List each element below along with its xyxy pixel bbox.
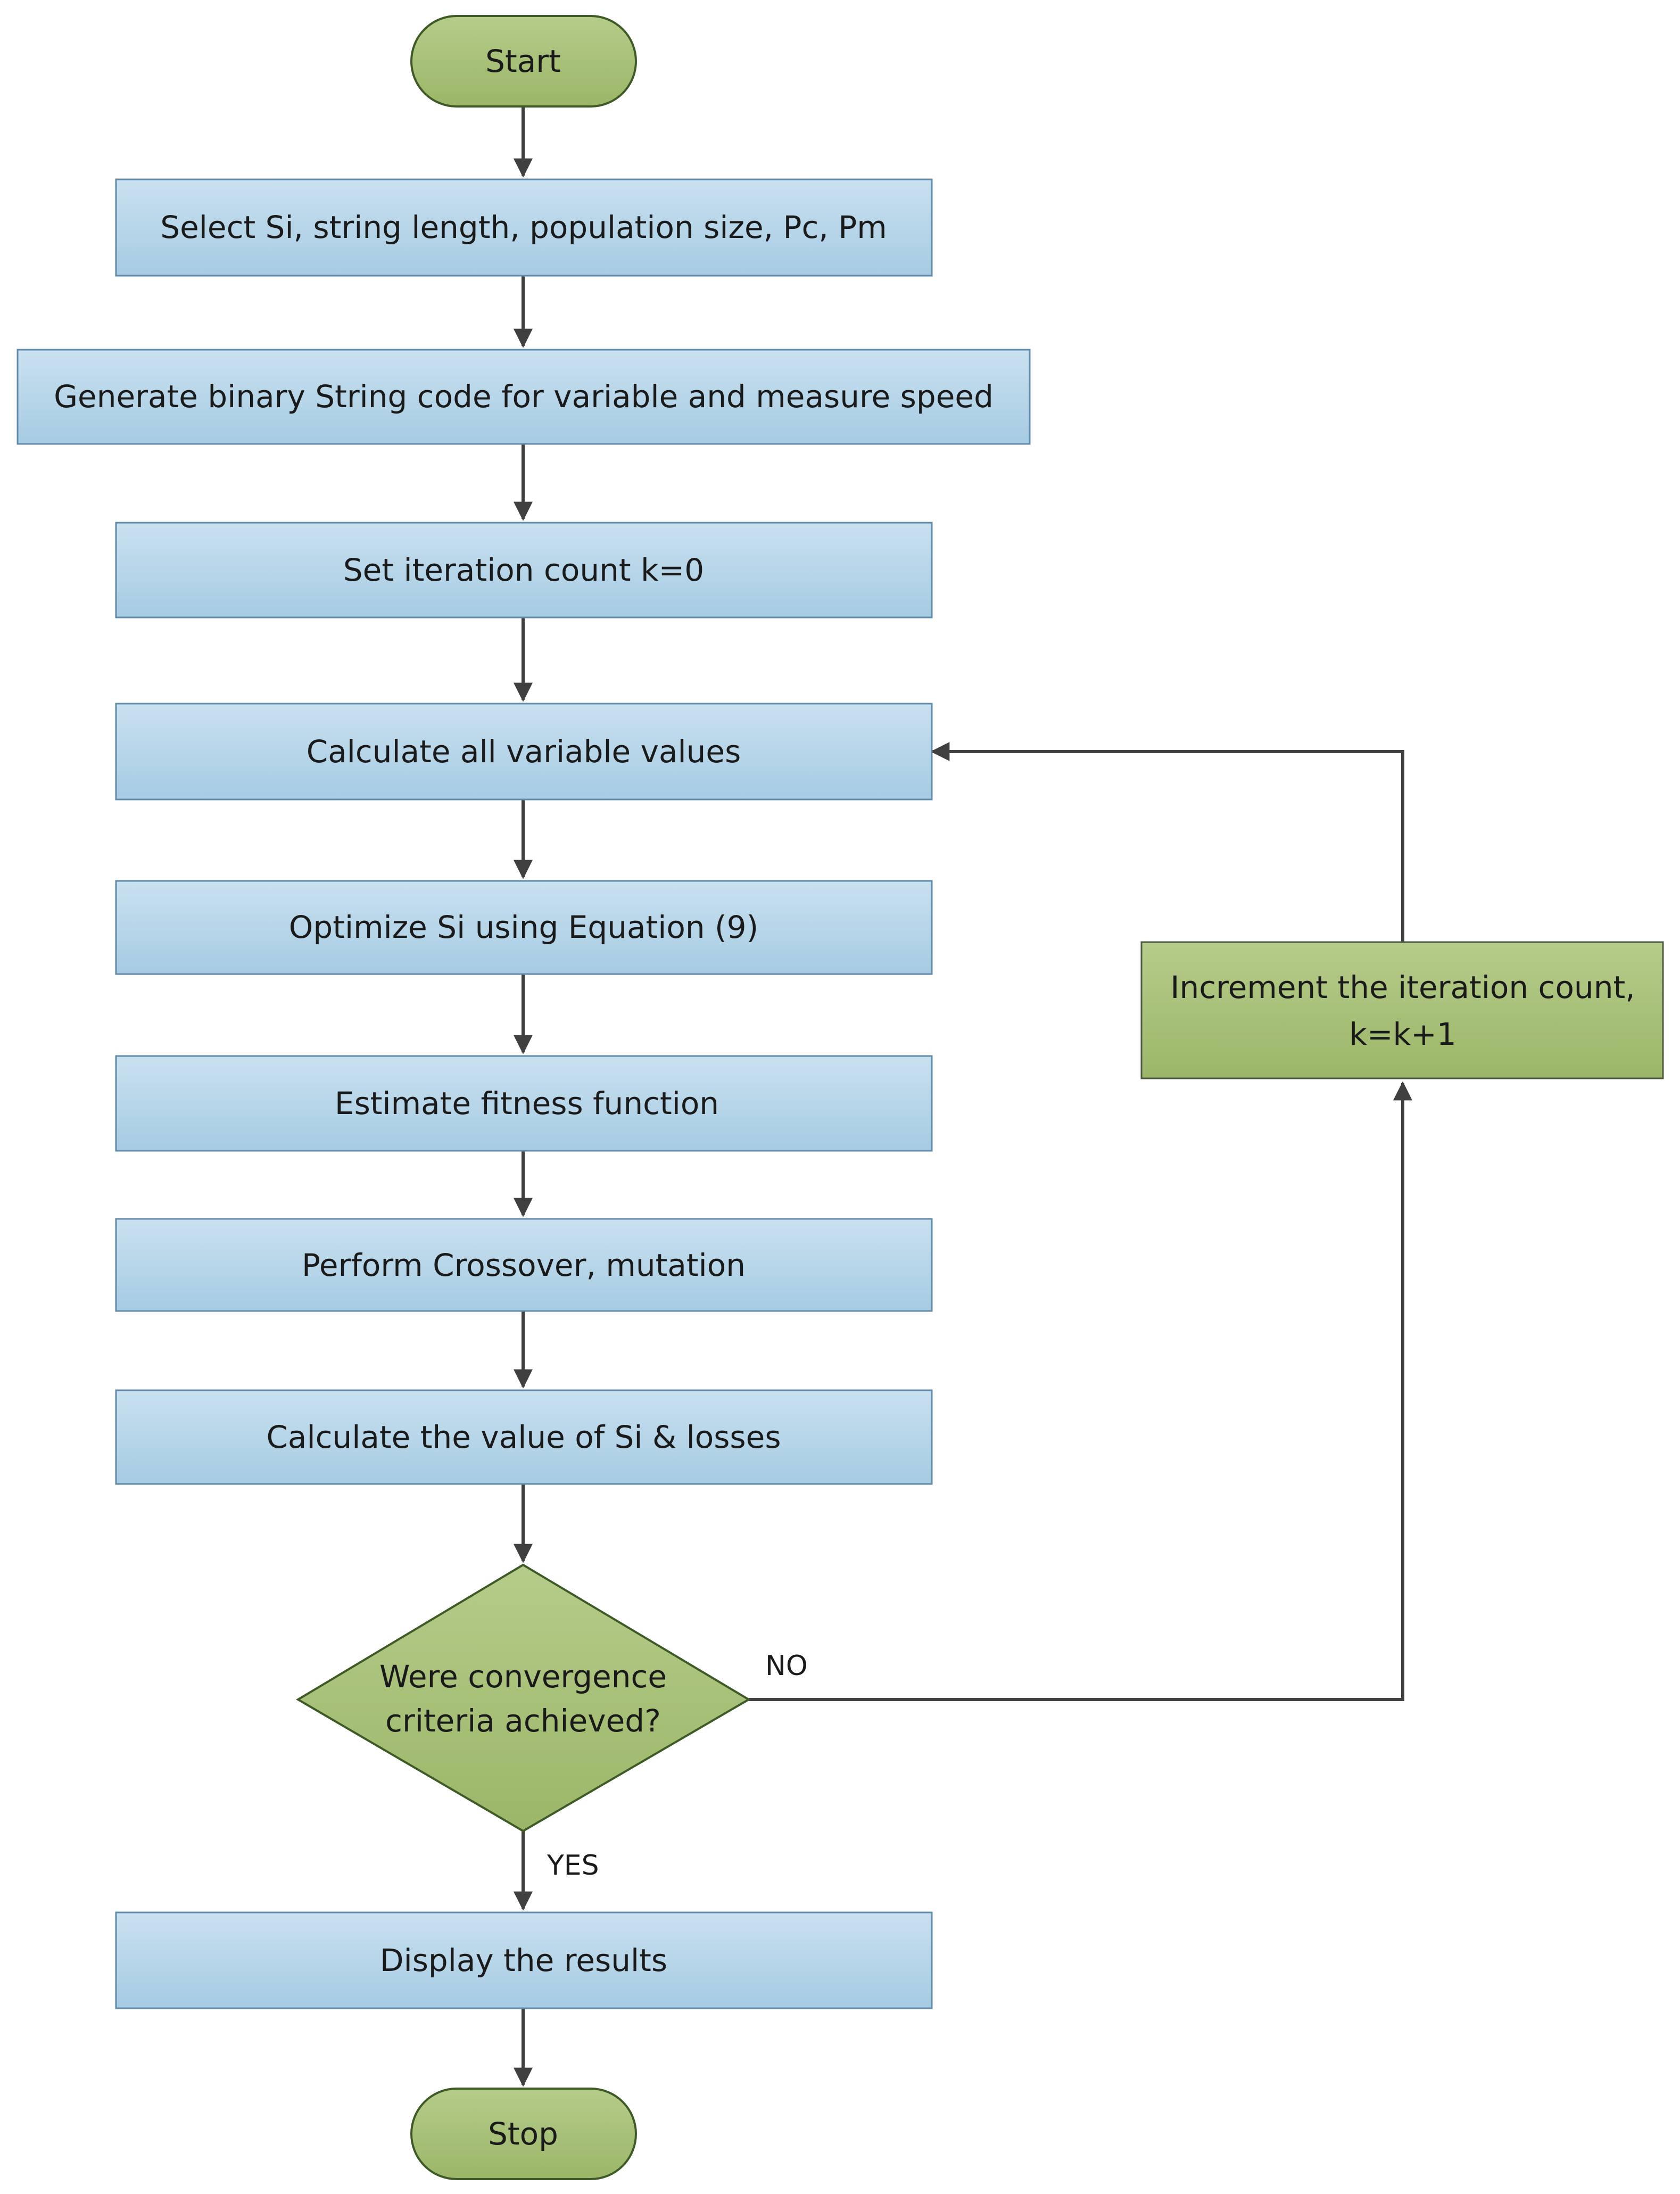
display-results-label: Display the results — [380, 1942, 667, 1978]
connectors — [514, 106, 1412, 2087]
process-select-parameters: Select Si, string length, population siz… — [115, 178, 933, 277]
yes-edge-label: YES — [547, 1850, 599, 1882]
estimate-fitness-label: Estimate fitness function — [335, 1085, 719, 1121]
set-iteration-count-label: Set iteration count k=0 — [343, 552, 704, 588]
process-estimate-fitness: Estimate fitness function — [115, 1055, 933, 1152]
decision-convergence: Were convergence criteria achieved? — [296, 1563, 751, 1833]
no-edge-label: NO — [765, 1650, 808, 1682]
calculate-si-losses-label: Calculate the value of Si & losses — [266, 1419, 781, 1455]
stop-terminal: Stop — [410, 2088, 637, 2180]
process-calculate-si-losses: Calculate the value of Si & losses — [115, 1389, 933, 1485]
decision-label-line2: criteria achieved? — [385, 1703, 661, 1739]
calculate-variable-values-label: Calculate all variable values — [307, 733, 741, 770]
process-display-results: Display the results — [115, 1911, 933, 2009]
select-parameters-label: Select Si, string length, population siz… — [160, 209, 887, 245]
start-terminal: Start — [410, 15, 637, 108]
process-calculate-variable-values: Calculate all variable values — [115, 703, 933, 801]
arrow-increment-to-calc-values — [930, 742, 1404, 942]
process-crossover-mutation: Perform Crossover, mutation — [115, 1218, 933, 1312]
stop-label: Stop — [488, 2116, 558, 2152]
increment-label-line1: Increment the iteration count, — [1170, 969, 1635, 1005]
process-increment-iteration: Increment the iteration count, k=k+1 — [1140, 941, 1664, 1079]
arrow-decision-no-to-increment — [749, 1081, 1412, 1701]
increment-label-line2: k=k+1 — [1349, 1016, 1456, 1052]
optimize-si-label: Optimize Si using Equation (9) — [289, 909, 758, 945]
generate-binary-string-label: Generate binary String code for variable… — [54, 378, 994, 415]
process-set-iteration-count: Set iteration count k=0 — [115, 522, 933, 618]
process-generate-binary-string: Generate binary String code for variable… — [16, 349, 1031, 445]
crossover-mutation-label: Perform Crossover, mutation — [302, 1247, 746, 1283]
process-optimize-si: Optimize Si using Equation (9) — [115, 880, 933, 975]
start-label: Start — [485, 43, 561, 79]
decision-label-line1: Were convergence — [379, 1659, 667, 1695]
